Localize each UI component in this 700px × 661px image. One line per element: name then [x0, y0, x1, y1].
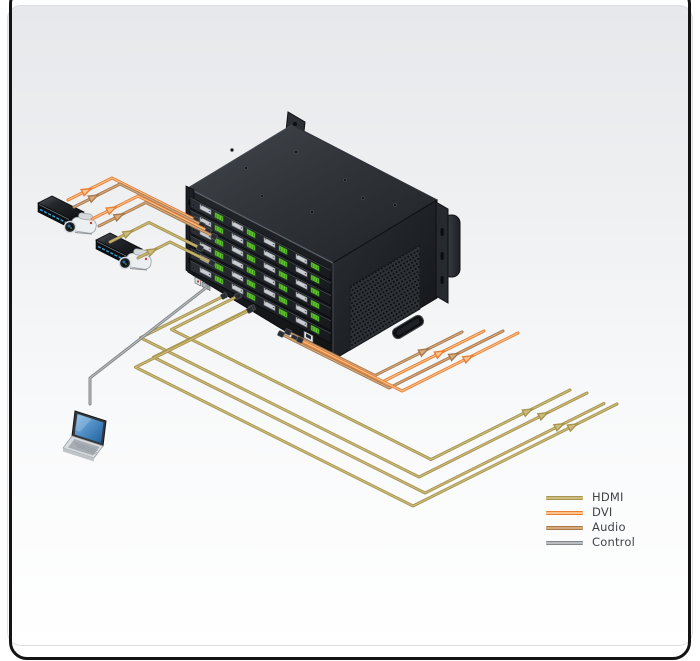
cable-hdmi-13 — [134, 308, 619, 508]
hdmi-arrow — [536, 411, 550, 422]
dvi-line-swatch — [546, 510, 583, 515]
audio-arrow — [87, 194, 100, 204]
dvi-arrow — [105, 206, 118, 216]
hdmi-arrow — [145, 247, 159, 258]
matrix-io-cards — [189, 196, 332, 345]
legend-label-audio: Audio — [592, 520, 626, 534]
legend-row-control: Control — [546, 535, 635, 550]
legend-label-hdmi: HDMI — [592, 490, 624, 504]
cable-hdmi-12 — [152, 306, 606, 495]
matrix-switch — [185, 111, 461, 361]
hdmi-arrow — [552, 422, 566, 433]
cable-control-14 — [88, 285, 209, 406]
cables — [66, 176, 619, 508]
legend-row-audio: Audio — [546, 520, 635, 535]
camcorder-1 — [63, 212, 97, 235]
hdmi-arrow — [521, 408, 534, 418]
audio-line-swatch — [546, 525, 583, 530]
control-line-swatch — [546, 540, 583, 545]
hdmi-arrow — [121, 229, 135, 240]
legend-row-hdmi: HDMI — [546, 490, 635, 505]
legend-label-control: Control — [592, 535, 635, 549]
audio-arrow — [112, 212, 126, 223]
dvi-arrow — [80, 187, 93, 197]
laptop — [62, 410, 107, 462]
audio-arrow — [447, 352, 461, 362]
dvi-arrow — [433, 350, 446, 360]
legend-row-dvi: DVI — [546, 505, 635, 520]
hdmi-line-swatch — [546, 495, 583, 500]
cable-legend: HDMI DVI Audio Control — [546, 490, 635, 550]
dvi-arrow — [461, 354, 475, 365]
legend-label-dvi: DVI — [592, 505, 613, 519]
hdmi-arrow — [566, 423, 579, 433]
audio-arrow — [417, 348, 430, 358]
